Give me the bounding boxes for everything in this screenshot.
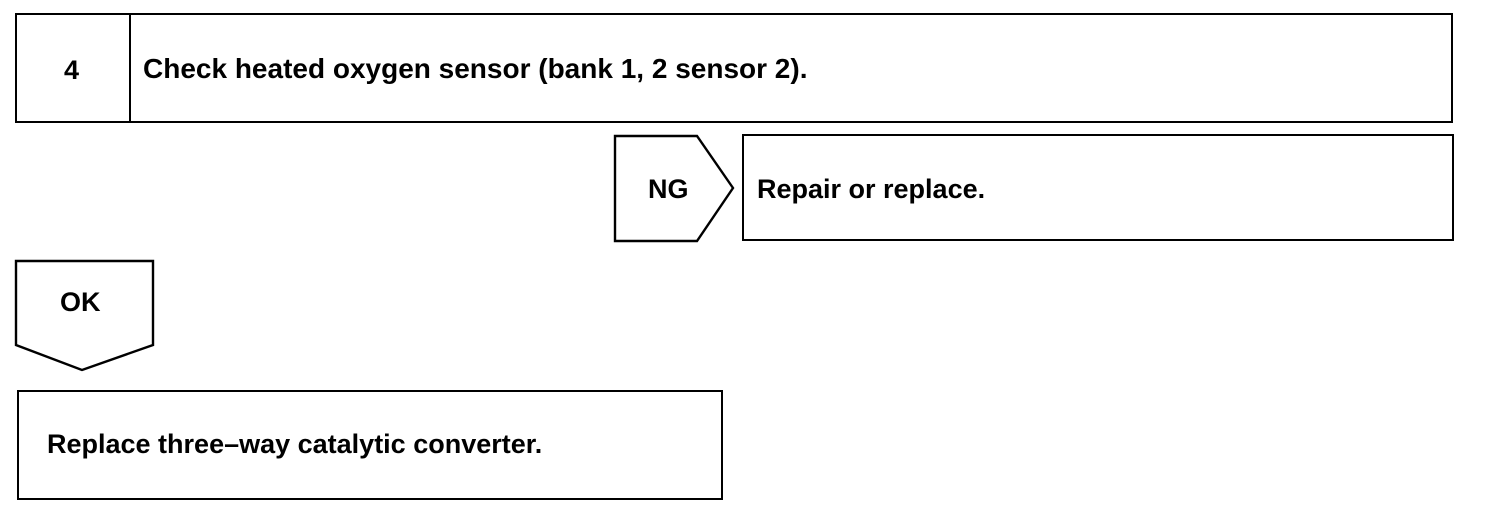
ok-arrow-shape <box>14 259 155 372</box>
ng-arrow-shape <box>613 134 735 243</box>
step-number: 4 <box>64 55 80 85</box>
step-number-divider <box>129 15 131 121</box>
ok-label: OK <box>60 287 101 317</box>
result-box <box>17 390 723 500</box>
step-header-box <box>15 13 1453 123</box>
result-text: Replace three–way catalytic converter. <box>47 429 543 459</box>
step-title: Check heated oxygen sensor (bank 1, 2 se… <box>143 53 808 84</box>
ng-label: NG <box>648 174 689 204</box>
ng-action-box <box>742 134 1454 241</box>
ng-action-text: Repair or replace. <box>757 174 986 204</box>
